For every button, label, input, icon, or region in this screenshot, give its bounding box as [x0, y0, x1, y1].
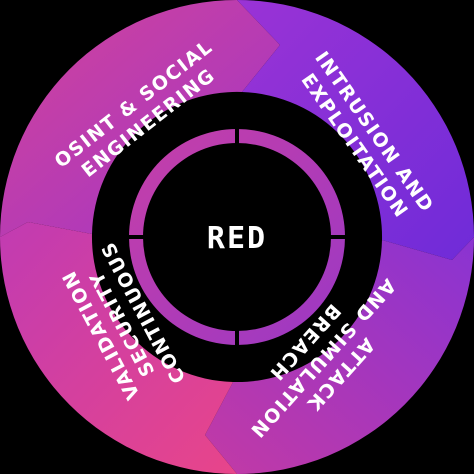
segment-breach-attack-simulation [205, 237, 474, 474]
segment-intrusion-exploitation [237, 0, 474, 260]
segment-osint-social-engineering [0, 0, 280, 237]
crosshair-ticks [118, 118, 356, 356]
segment-continuous-security-validation [0, 222, 237, 474]
center-disc [143, 143, 331, 331]
center-label: RED [207, 221, 267, 256]
